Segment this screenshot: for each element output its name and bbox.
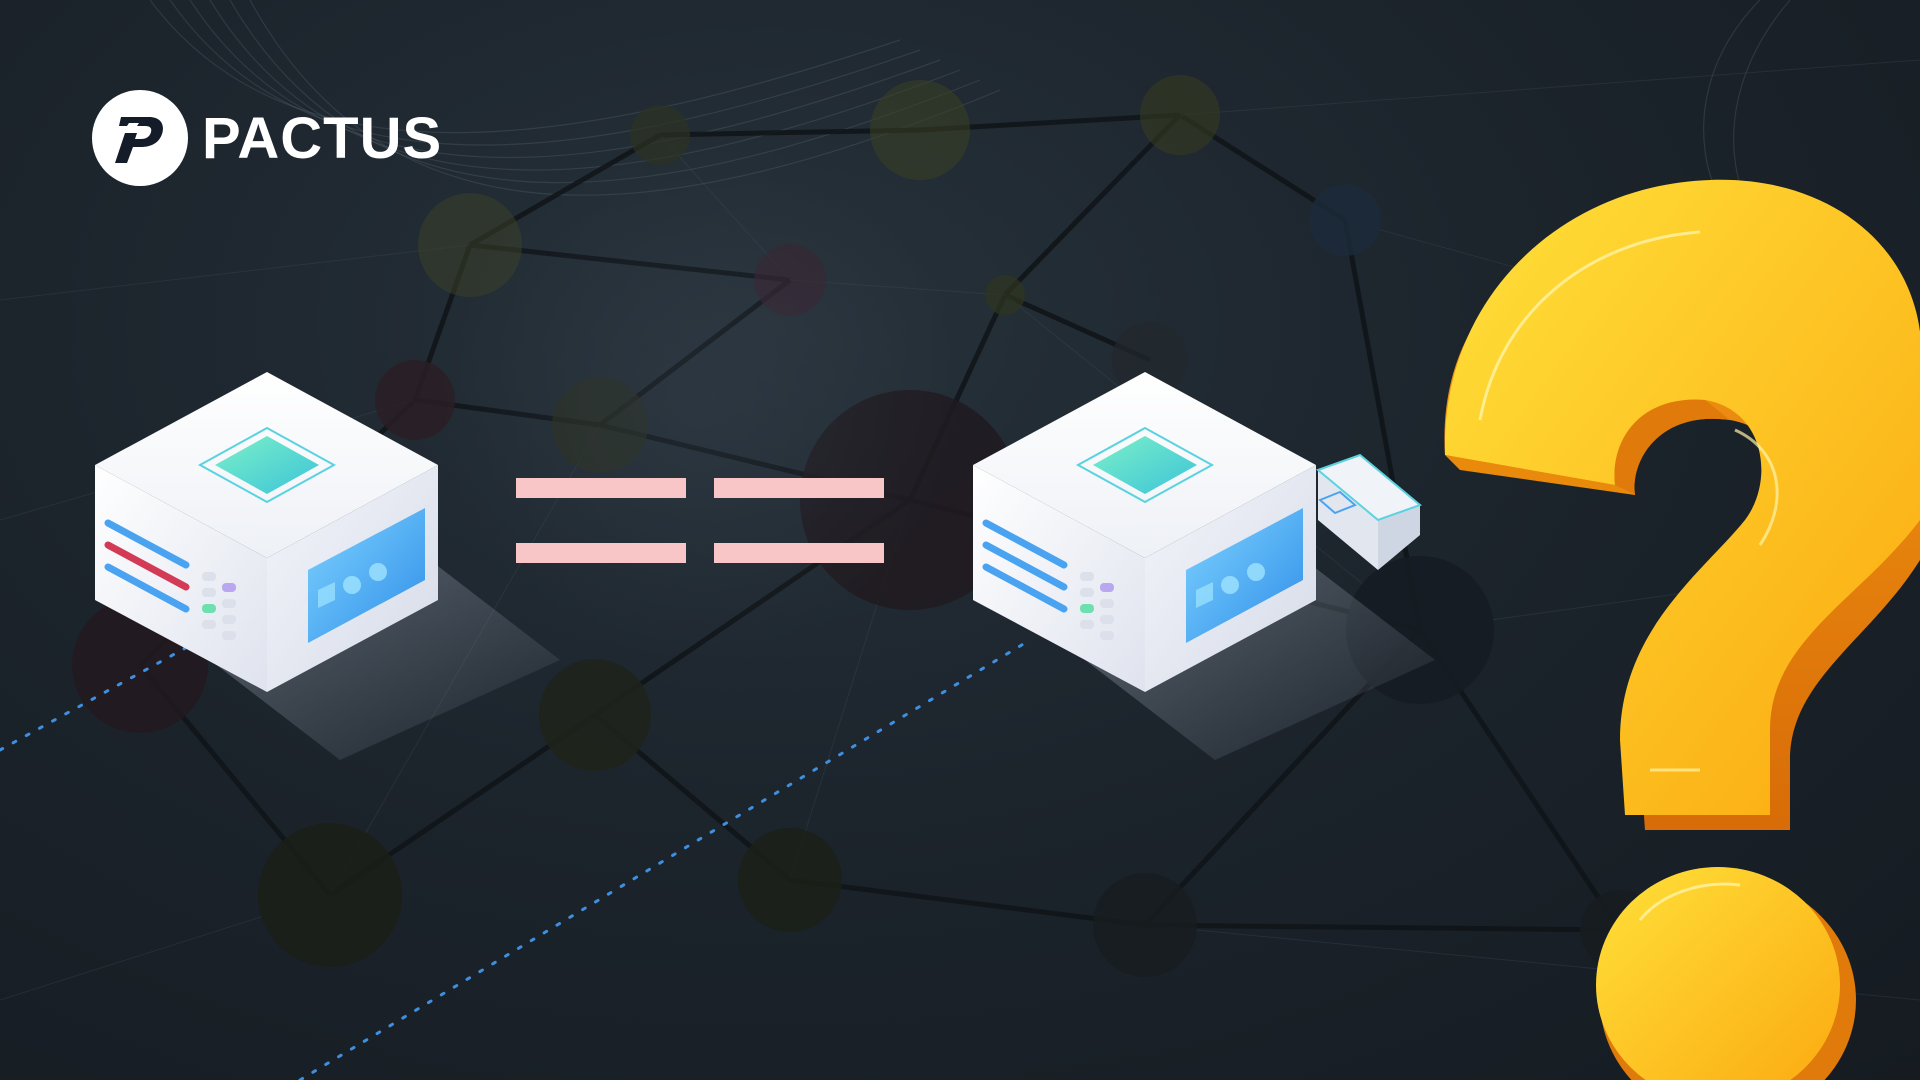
pactus-p-logo-icon (92, 90, 188, 186)
server-node-with-chip-icon (973, 372, 1435, 760)
brand-name: PACTUS (202, 105, 443, 171)
double-equals-icon (516, 478, 884, 563)
pactus-logo[interactable]: PACTUS (92, 90, 442, 186)
server-node-icon (95, 372, 560, 760)
question-mark-icon (1444, 179, 1920, 1080)
